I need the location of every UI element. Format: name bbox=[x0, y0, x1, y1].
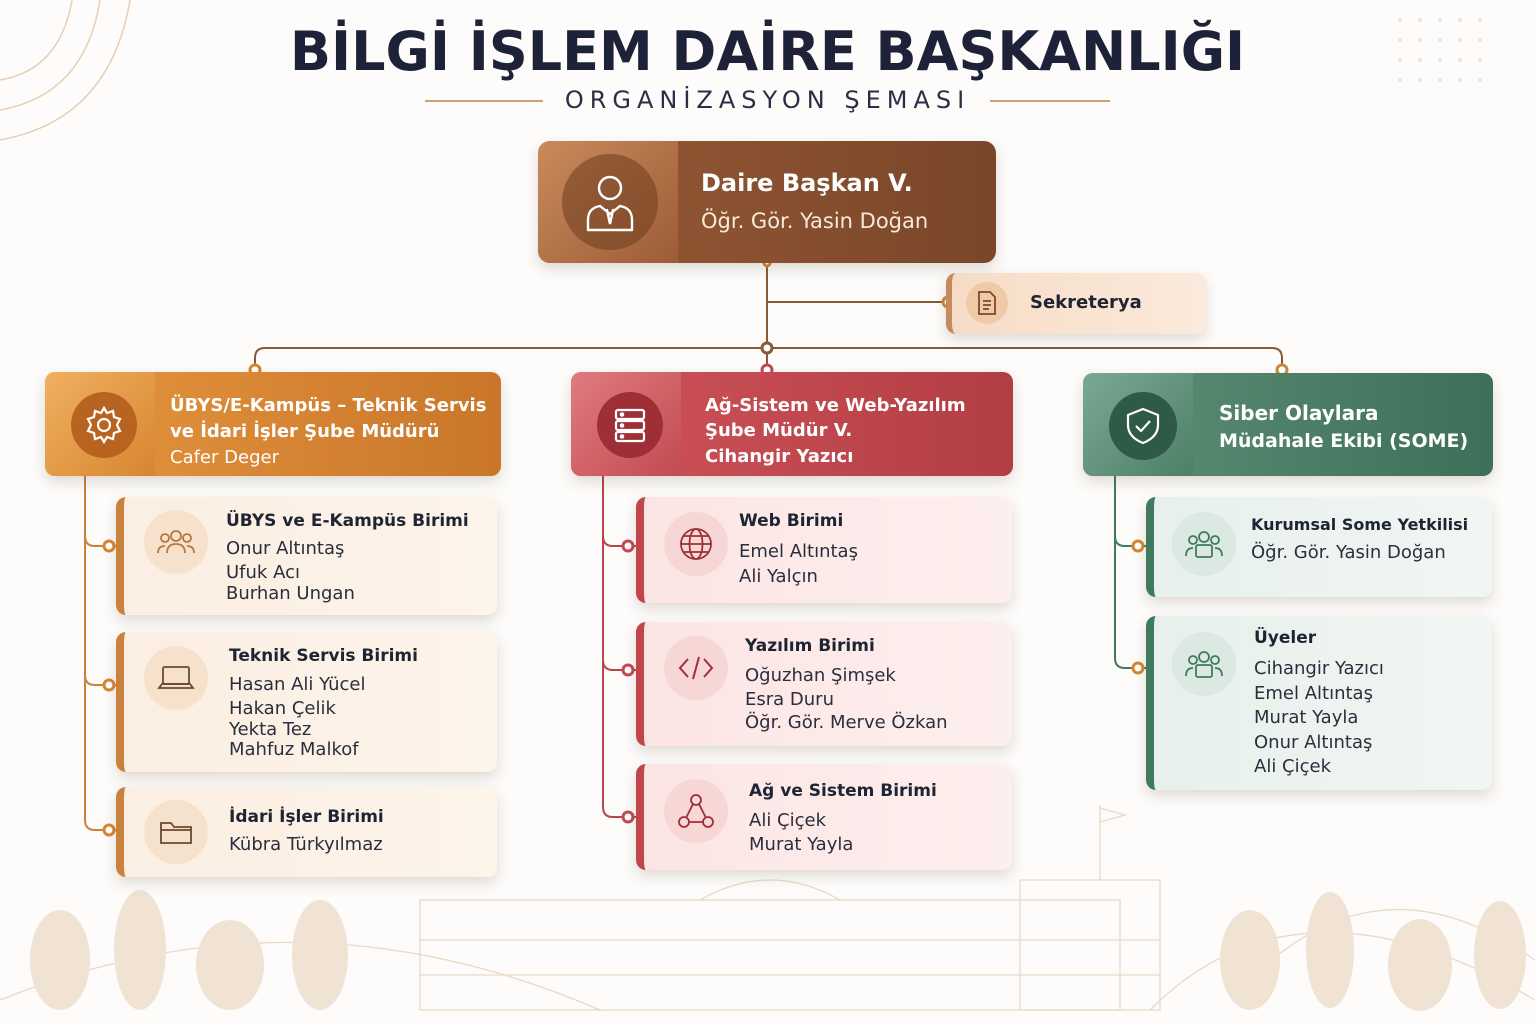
branch-title-line2: ve İdari İşler Şube Müdürü bbox=[170, 421, 440, 442]
users-icon bbox=[144, 510, 208, 574]
shield-check-icon bbox=[1109, 392, 1177, 460]
head-card[interactable]: Daire Başkan V. Öğr. Gör. Yasin Doğan bbox=[538, 141, 996, 263]
unit-member: Cihangir Yazıcı bbox=[1254, 658, 1384, 679]
globe-icon bbox=[664, 512, 728, 576]
unit-member: Kübra Türkyılmaz bbox=[229, 834, 383, 855]
unit-title: ÜBYS ve E-Kampüs Birimi bbox=[226, 511, 469, 531]
secretary-label: Sekreterya bbox=[1030, 292, 1142, 313]
unit-title: İdari İşler Birimi bbox=[229, 807, 384, 827]
unit-title: Kurumsal Some Yetkilisi bbox=[1251, 515, 1469, 534]
branch-title-line1: ÜBYS/E-Kampüs – Teknik Servis bbox=[170, 395, 487, 416]
unit-member: Ali Çiçek bbox=[749, 810, 827, 831]
branch-network-card[interactable]: Ağ-Sistem ve Web-Yazılım Şube Müdür V. C… bbox=[571, 372, 1013, 476]
unit-member: Yekta Tez bbox=[229, 719, 312, 740]
unit-member: Onur Altıntaş bbox=[226, 538, 345, 559]
unit-title: Teknik Servis Birimi bbox=[229, 646, 418, 666]
unit-member: Murat Yayla bbox=[1254, 707, 1359, 728]
head-role: Daire Başkan V. bbox=[701, 169, 913, 197]
unit-title: Ağ ve Sistem Birimi bbox=[749, 781, 937, 801]
unit-member: Emel Altıntaş bbox=[739, 541, 858, 562]
unit-member: Burhan Ungan bbox=[226, 583, 355, 604]
unit-member: Esra Duru bbox=[745, 689, 834, 710]
unit-web-card[interactable]: Web Birimi Emel Altıntaş Ali Yalçın bbox=[636, 497, 1012, 603]
gear-icon bbox=[71, 392, 137, 458]
unit-software-card[interactable]: Yazılım Birimi Oğuzhan Şimşek Esra Duru … bbox=[636, 622, 1012, 746]
laptop-icon bbox=[144, 646, 208, 710]
unit-member: Öğr. Gör. Merve Özkan bbox=[745, 712, 948, 733]
page-title: BİLGİ İŞLEM DAİRE BAŞKANLIĞI bbox=[289, 20, 1246, 83]
unit-member: Murat Yayla bbox=[749, 834, 854, 855]
unit-network-system-card[interactable]: Ağ ve Sistem Birimi Ali Çiçek Murat Yayl… bbox=[636, 764, 1012, 870]
unit-ubys-card[interactable]: ÜBYS ve E-Kampüs Birimi Onur Altıntaş Uf… bbox=[116, 497, 497, 615]
branch-title-line2: Şube Müdür V. bbox=[705, 420, 853, 441]
users-icon bbox=[1172, 512, 1236, 576]
unit-title: Üyeler bbox=[1254, 628, 1317, 648]
unit-member: Ali Çiçek bbox=[1254, 756, 1332, 777]
unit-member: Mahfuz Malkof bbox=[229, 739, 359, 760]
subtitle-line-left bbox=[425, 100, 543, 102]
unit-admin-card[interactable]: İdari İşler Birimi Kübra Türkyılmaz bbox=[116, 787, 497, 877]
secretary-card[interactable]: Sekreterya bbox=[946, 273, 1206, 334]
server-icon bbox=[597, 392, 663, 458]
branch-person: Cihangir Yazıcı bbox=[705, 446, 854, 467]
branch-title-line1: Ağ-Sistem ve Web-Yazılım bbox=[705, 395, 966, 416]
subtitle-line-right bbox=[990, 100, 1110, 102]
unit-title: Yazılım Birimi bbox=[745, 636, 875, 656]
unit-member: Emel Altıntaş bbox=[1254, 683, 1373, 704]
branch-person: Cafer Deger bbox=[170, 447, 279, 468]
branch-title-line2: Müdahale Ekibi (SOME) bbox=[1219, 430, 1469, 452]
person-tie-icon bbox=[562, 154, 658, 250]
branch-title-line1: Siber Olaylara bbox=[1219, 401, 1379, 425]
unit-member: Oğuzhan Şimşek bbox=[745, 665, 896, 686]
unit-member: Hakan Çelik bbox=[229, 698, 336, 719]
unit-member: Onur Altıntaş bbox=[1254, 732, 1373, 753]
unit-some-authority-card[interactable]: Kurumsal Some Yetkilisi Öğr. Gör. Yasin … bbox=[1146, 497, 1492, 597]
branch-some-card[interactable]: Siber Olaylara Müdahale Ekibi (SOME) bbox=[1083, 373, 1493, 476]
unit-title: Web Birimi bbox=[739, 511, 844, 531]
users-icon bbox=[1172, 632, 1236, 696]
branch-ubys-card[interactable]: ÜBYS/E-Kampüs – Teknik Servis ve İdari İ… bbox=[45, 372, 501, 476]
unit-technical-service-card[interactable]: Teknik Servis Birimi Hasan Ali Yücel Hak… bbox=[116, 632, 497, 772]
network-icon bbox=[664, 779, 728, 843]
code-icon bbox=[664, 636, 728, 700]
head-name: Öğr. Gör. Yasin Doğan bbox=[701, 209, 929, 233]
unit-member: Ali Yalçın bbox=[739, 566, 818, 587]
unit-member: Öğr. Gör. Yasin Doğan bbox=[1251, 542, 1446, 563]
page-subtitle: ORGANİZASYON ŞEMASI bbox=[564, 86, 971, 114]
document-icon bbox=[966, 282, 1008, 324]
folder-icon bbox=[144, 800, 208, 864]
unit-member: Ufuk Acı bbox=[226, 562, 300, 583]
unit-member: Hasan Ali Yücel bbox=[229, 674, 366, 695]
unit-members-card[interactable]: Üyeler Cihangir Yazıcı Emel Altıntaş Mur… bbox=[1146, 616, 1492, 790]
